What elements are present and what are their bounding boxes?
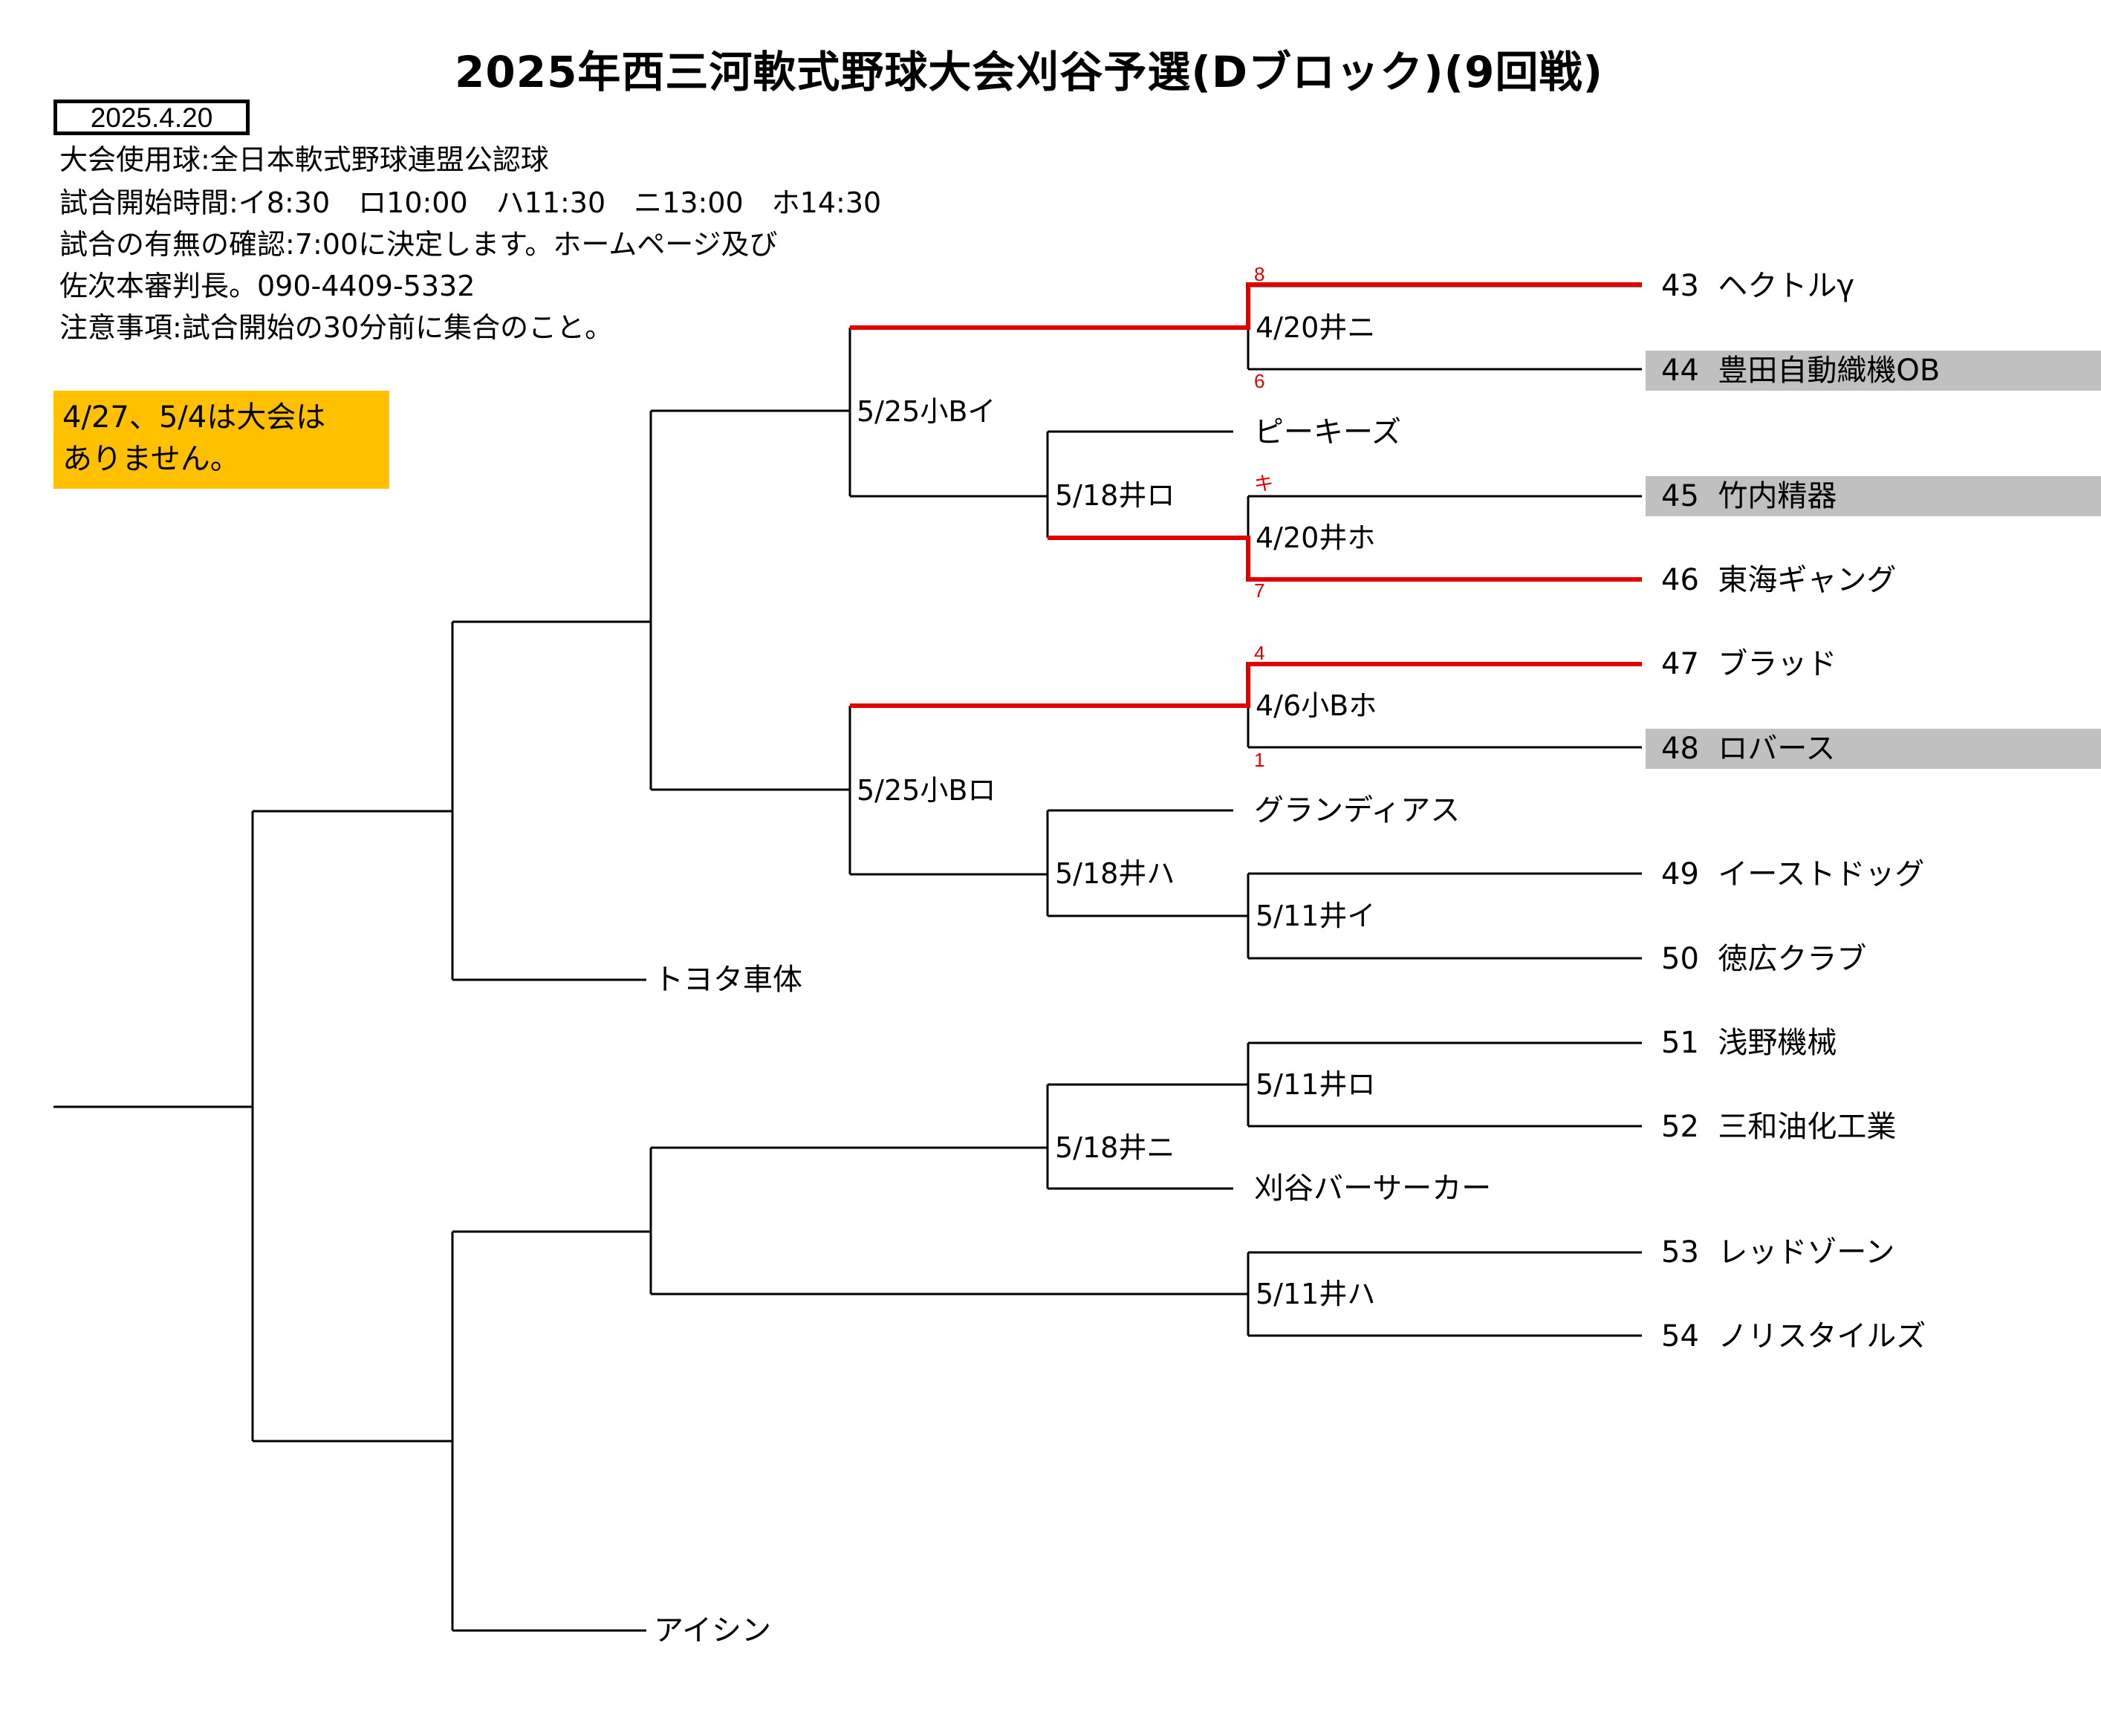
team-grandias: グランディアス <box>1254 796 1460 825</box>
match-label: 5/11井ロ <box>1256 1068 1376 1101</box>
bracket-line <box>649 1146 1248 1296</box>
team-name: イーストドッグ <box>1718 857 1925 891</box>
notice-box: 4/27、5/4は大会は ありません。 <box>53 391 389 489</box>
bracket-line <box>451 1230 651 1632</box>
match-label: 5/25小Bロ <box>857 774 996 807</box>
winner-line <box>850 282 1642 330</box>
team-name: 東海ギャング <box>1718 563 1897 597</box>
team-name: 刈谷バーサーカー <box>1254 1171 1492 1206</box>
team-54: 54 ノリスタイルズ <box>1661 1321 1926 1351</box>
score-label: キ <box>1254 472 1274 495</box>
team-name: 三和油化工業 <box>1718 1110 1897 1144</box>
bracket-line <box>1046 1083 1248 1190</box>
team-no: 47 <box>1661 647 1699 681</box>
info-line-confirmation: 試合の有無の確認:7:00に決定します。ホームページ及び <box>59 228 778 261</box>
team-no: 48 <box>1661 732 1699 766</box>
team-no: 46 <box>1661 563 1699 597</box>
team-aisin: アイシン <box>654 1616 771 1645</box>
bracket-line <box>451 620 651 981</box>
bracket-line <box>1046 809 1248 917</box>
winner-line <box>1048 536 1642 582</box>
team-name: グランディアス <box>1254 793 1461 828</box>
score-label: 8 <box>1254 263 1265 285</box>
info-line-umpire: 佐次本審判長。090-4409-5332 <box>59 270 475 302</box>
team-45: 45 竹内精器 <box>1661 481 1837 511</box>
team-48: 48 ロバース <box>1661 734 1835 764</box>
team-no: 53 <box>1661 1235 1699 1270</box>
match-label: 4/6小Bホ <box>1256 689 1377 722</box>
score-label: 4 <box>1254 642 1265 664</box>
info-line-start-times: 試合開始時間:イ8:30 ロ10:00 ハ11:30 ニ13:00 ホ14:30 <box>59 186 882 219</box>
match-label: 4/20井ニ <box>1256 311 1376 344</box>
team-highlight-48 <box>1646 729 2101 769</box>
team-46: 46 東海ギャング <box>1661 565 1896 595</box>
team-no: 43 <box>1661 269 1699 303</box>
team-name: トヨタ車体 <box>654 963 802 997</box>
team-no: 54 <box>1661 1319 1699 1353</box>
date-box: 2025.4.20 <box>53 100 250 135</box>
page-title: 2025年西三河軟式野球大会刈谷予選(Dブロック)(9回戦) <box>455 47 1603 97</box>
team-name: レッドゾーン <box>1718 1235 1895 1270</box>
team-no: 50 <box>1661 942 1699 976</box>
team-pikies: ピーキーズ <box>1254 417 1401 447</box>
score-label: 6 <box>1254 370 1265 392</box>
team-43: 43 ヘクトルγ <box>1661 271 1854 301</box>
match-label: 4/20井ホ <box>1256 521 1376 554</box>
team-no: 52 <box>1661 1110 1699 1144</box>
team-toyota-shatai: トヨタ車体 <box>654 965 802 995</box>
team-name: 浅野機械 <box>1718 1026 1837 1060</box>
match-label: 5/11井ハ <box>1256 1278 1376 1310</box>
team-name: 竹内精器 <box>1718 479 1837 513</box>
match-label: 5/11井イ <box>1256 900 1376 932</box>
score-label: 7 <box>1254 579 1265 602</box>
team-no: 49 <box>1661 857 1699 891</box>
team-name: 豊田自動織機OB <box>1718 354 1941 388</box>
team-50: 50 徳広クラブ <box>1661 944 1866 974</box>
team-name: ノリスタイルズ <box>1718 1319 1926 1353</box>
team-name: 徳広クラブ <box>1718 942 1867 976</box>
team-53: 53 レッドゾーン <box>1661 1238 1894 1267</box>
team-highlight-45 <box>1646 476 2101 516</box>
match-label: 5/18井ハ <box>1055 857 1175 890</box>
team-51: 51 浅野機械 <box>1661 1028 1837 1058</box>
score-label: 1 <box>1254 749 1265 771</box>
team-name: アイシン <box>654 1613 771 1648</box>
team-highlight-44 <box>1646 351 2101 391</box>
team-47: 47 ブラッド <box>1661 649 1837 679</box>
match-label: 5/18井ニ <box>1055 1131 1175 1164</box>
team-name: ブラッド <box>1718 647 1837 681</box>
team-no: 45 <box>1661 479 1699 513</box>
team-52: 52 三和油化工業 <box>1661 1112 1896 1142</box>
team-no: 51 <box>1661 1026 1699 1060</box>
info-line-ball: 大会使用球:全日本軟式野球連盟公認球 <box>59 143 549 176</box>
team-name: ロバース <box>1718 732 1836 766</box>
winner-line <box>850 662 1642 708</box>
bracket-line <box>251 810 452 1443</box>
team-49: 49 イーストドッグ <box>1661 859 1924 889</box>
team-44: 44 豊田自動織機OB <box>1661 356 1940 386</box>
team-kariya-berserker: 刈谷バーサーカー <box>1254 1174 1491 1203</box>
match-label: 5/25小Bイ <box>857 395 996 428</box>
team-no: 44 <box>1661 354 1699 388</box>
match-label: 5/18井ロ <box>1055 479 1175 512</box>
info-line-notes: 注意事項:試合開始の30分前に集合のこと。 <box>59 311 614 344</box>
team-name: ピーキーズ <box>1254 415 1401 449</box>
bracket-line <box>649 409 850 791</box>
team-name: ヘクトルγ <box>1718 269 1855 303</box>
